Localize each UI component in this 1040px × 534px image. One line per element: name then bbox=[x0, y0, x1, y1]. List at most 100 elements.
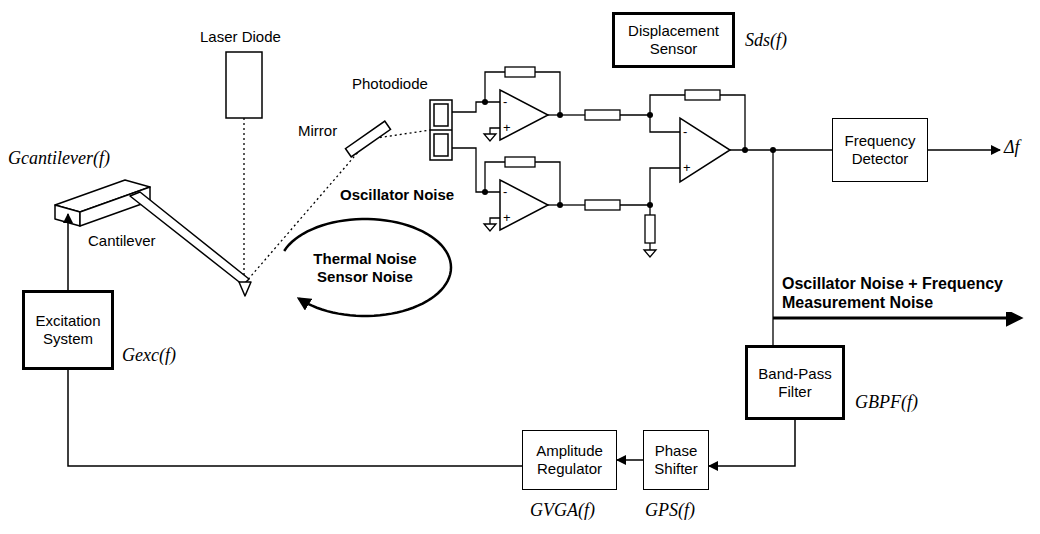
junction-dot bbox=[482, 99, 488, 105]
pin-sign: - bbox=[683, 125, 687, 138]
label-holder: + bbox=[683, 161, 691, 174]
part-label: Mirror bbox=[298, 122, 337, 140]
excitation-arrow bbox=[67, 214, 69, 290]
transfer-function: Sds(f) bbox=[745, 30, 787, 52]
photodiode bbox=[434, 104, 448, 126]
label-holder: - bbox=[683, 125, 687, 138]
sensor-box: Displacement Sensor bbox=[612, 12, 735, 68]
noise-label: Oscillator Noise + Frequency Measurement… bbox=[782, 274, 1032, 312]
label-holder: Δf bbox=[1004, 137, 1020, 159]
signal-arrow bbox=[928, 149, 1000, 151]
label-holder: Photodiode bbox=[352, 75, 428, 93]
junction-dot bbox=[647, 202, 653, 208]
transfer-function: GPS(f) bbox=[645, 500, 695, 522]
junction-dot bbox=[482, 189, 488, 195]
pin-sign: + bbox=[503, 121, 511, 134]
transfer-function: Gexc(f) bbox=[122, 345, 176, 367]
transfer-function: GVGA(f) bbox=[530, 500, 595, 522]
photodiode bbox=[430, 100, 452, 160]
junction-dot bbox=[742, 147, 748, 153]
cantilever bbox=[55, 180, 251, 296]
op-amp-symbol bbox=[500, 90, 548, 140]
amplifier-wires bbox=[620, 168, 680, 205]
label-holder: Cantilever bbox=[88, 232, 156, 250]
junction-dot bbox=[647, 112, 653, 118]
amplifier-wires bbox=[772, 150, 773, 345]
resistor-symbol bbox=[505, 157, 535, 167]
label-holder: Sds(f) bbox=[745, 30, 787, 52]
ground-symbol bbox=[484, 134, 496, 141]
op-amp-symbol bbox=[500, 180, 548, 230]
pin-sign: + bbox=[503, 211, 511, 224]
excitation-arrow bbox=[67, 214, 69, 290]
mirror bbox=[345, 121, 390, 157]
cantilever bbox=[239, 282, 251, 296]
pin-sign: - bbox=[503, 95, 507, 108]
amplifier-wires bbox=[560, 114, 585, 115]
filter-box: Band-Pass Filter bbox=[745, 345, 845, 420]
signal-arrow bbox=[773, 317, 1020, 320]
photodiode bbox=[430, 100, 452, 160]
box-text: Amplitude Regulator bbox=[527, 442, 612, 478]
mirror bbox=[345, 121, 390, 157]
photodiode bbox=[430, 129, 452, 131]
laser-diode bbox=[226, 52, 262, 118]
noise-loop: Thermal Noise Sensor Noise bbox=[275, 215, 455, 320]
label-holder: Laser Diode bbox=[200, 28, 281, 46]
box-text: Excitation System bbox=[29, 312, 107, 348]
box-text: Band-Pass Filter bbox=[752, 365, 838, 401]
laser-diode bbox=[226, 52, 262, 118]
amplifier-wires bbox=[560, 204, 585, 205]
transfer-function: GBPF(f) bbox=[855, 392, 918, 414]
excitation-box: Excitation System bbox=[22, 290, 114, 370]
label-holder: - bbox=[503, 185, 507, 198]
label-holder: Mirror bbox=[298, 122, 337, 140]
op-amp-symbol bbox=[500, 90, 730, 230]
label-holder: Gcantilever(f) bbox=[8, 148, 110, 170]
amplifier-wires bbox=[650, 95, 685, 115]
label-holder: Gexc(f) bbox=[122, 345, 176, 367]
pin-sign: - bbox=[503, 185, 507, 198]
resistor-symbol bbox=[685, 90, 720, 100]
pin-sign: + bbox=[683, 161, 691, 174]
amplitude-regulator-box: Amplitude Regulator bbox=[522, 430, 617, 490]
label-holder: GVGA(f) bbox=[530, 500, 595, 522]
junction-dot bbox=[557, 202, 563, 208]
resistor-symbol bbox=[585, 110, 620, 120]
signal-connector bbox=[709, 420, 795, 466]
resistor-symbol bbox=[645, 215, 655, 243]
detector-box: Frequency Detector bbox=[832, 118, 928, 182]
label-holder: + bbox=[503, 121, 511, 134]
signal-connector bbox=[617, 459, 643, 461]
phase-shifter-box: Phase Shifter bbox=[643, 430, 709, 490]
label-holder: GPS(f) bbox=[645, 500, 695, 522]
noise-label: Oscillator Noise bbox=[340, 186, 454, 204]
box-text: Frequency Detector bbox=[837, 132, 923, 168]
amplifier-wires bbox=[720, 95, 745, 150]
op-amp-symbol bbox=[680, 118, 730, 182]
junction-dot bbox=[770, 147, 776, 153]
amplifier-wires bbox=[490, 128, 500, 134]
ground-symbol bbox=[484, 224, 496, 231]
junction-dot bbox=[482, 99, 776, 208]
box-text: Phase Shifter bbox=[648, 442, 704, 478]
part-label: Laser Diode bbox=[200, 28, 281, 46]
box-text: Thermal Noise Sensor Noise bbox=[306, 250, 424, 286]
ground-symbol bbox=[644, 250, 656, 257]
amplifier-wires bbox=[452, 102, 500, 112]
signal-connector bbox=[68, 370, 522, 466]
amplifier-wires bbox=[535, 72, 560, 115]
photodiode bbox=[434, 134, 448, 156]
amplifier-wires bbox=[452, 148, 500, 192]
label-holder: GBPF(f) bbox=[855, 392, 918, 414]
part-label: Photodiode bbox=[352, 75, 428, 93]
label-holder: Oscillator Noise bbox=[340, 186, 454, 204]
transfer-function: Gcantilever(f) bbox=[8, 148, 110, 170]
box-text: Displacement Sensor bbox=[619, 22, 728, 58]
signal-name: Δf bbox=[1004, 137, 1020, 159]
amplifier-wires bbox=[452, 72, 832, 345]
laser-beam bbox=[243, 118, 244, 283]
